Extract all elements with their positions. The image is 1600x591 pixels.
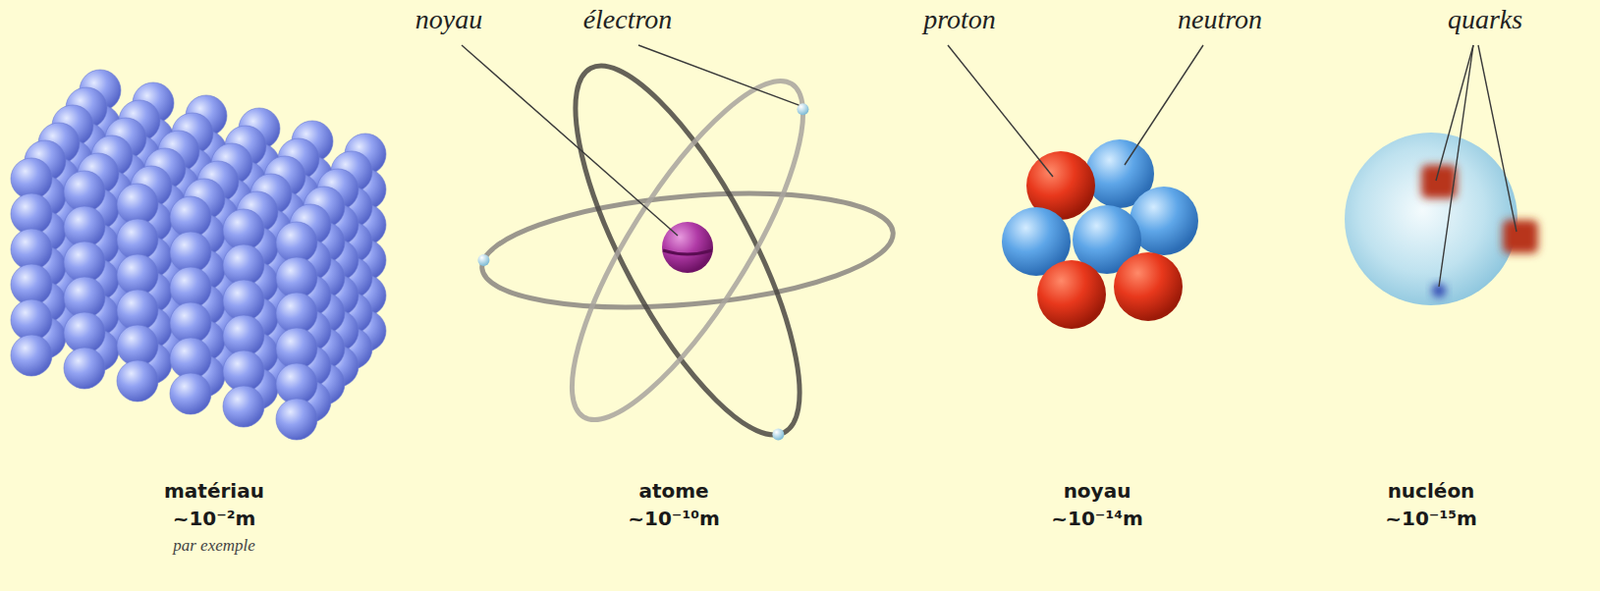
leader-line [1478, 45, 1517, 232]
part-label: noyau [415, 3, 483, 36]
part-label: proton [923, 3, 996, 36]
leader-line [1435, 45, 1474, 181]
scale-label: ~10⁻¹⁰m [627, 506, 720, 531]
atom-sphere [275, 398, 318, 441]
atom-sphere [169, 196, 212, 238]
nucleon-ball [1344, 132, 1518, 306]
nucleus-figure [1001, 139, 1199, 330]
leader-line [1438, 45, 1474, 287]
atom-sphere [63, 170, 106, 213]
atom-sphere [169, 373, 212, 415]
nucleon-sphere [1037, 260, 1106, 330]
electron-orbit [533, 53, 842, 449]
leader-line [1124, 45, 1204, 166]
part-label: neutron [1177, 3, 1263, 36]
electron-orbit [477, 178, 898, 323]
electron-dot [477, 254, 490, 267]
part-label: quarks [1447, 3, 1523, 36]
leader-line [638, 45, 799, 106]
material-cube [10, 69, 387, 441]
atom-sphere [116, 360, 159, 402]
scale-label: nucléon [1387, 479, 1476, 503]
atom-sphere [10, 158, 53, 200]
electron-orbit [534, 38, 841, 463]
nucleus-band [662, 250, 713, 255]
atom-sphere [10, 334, 53, 377]
leader-line [947, 45, 1053, 177]
scale-label: atome [638, 479, 709, 503]
atom-nucleus [662, 221, 714, 274]
atom-sphere [10, 193, 53, 235]
nucleon-sphere [1113, 252, 1183, 322]
scale-label: matériau [164, 479, 265, 503]
atom-sphere [222, 386, 265, 428]
quark [1502, 220, 1539, 254]
note-label: par exemple [172, 536, 256, 556]
atom-sphere [222, 209, 265, 251]
scale-label: ~10⁻²m [172, 506, 257, 531]
scale-label: ~10⁻¹⁴m [1050, 506, 1144, 531]
atom-figure [477, 38, 898, 463]
scale-label: noyau [1063, 479, 1132, 503]
scale-label: ~10⁻¹⁵m [1384, 506, 1478, 531]
atom-sphere [63, 347, 106, 389]
atom-sphere [116, 183, 159, 225]
leader-line [461, 45, 678, 236]
leader-lines [461, 45, 1517, 287]
atom-sphere [63, 206, 106, 248]
part-label: électron [583, 3, 673, 36]
electron-dot [772, 429, 784, 442]
